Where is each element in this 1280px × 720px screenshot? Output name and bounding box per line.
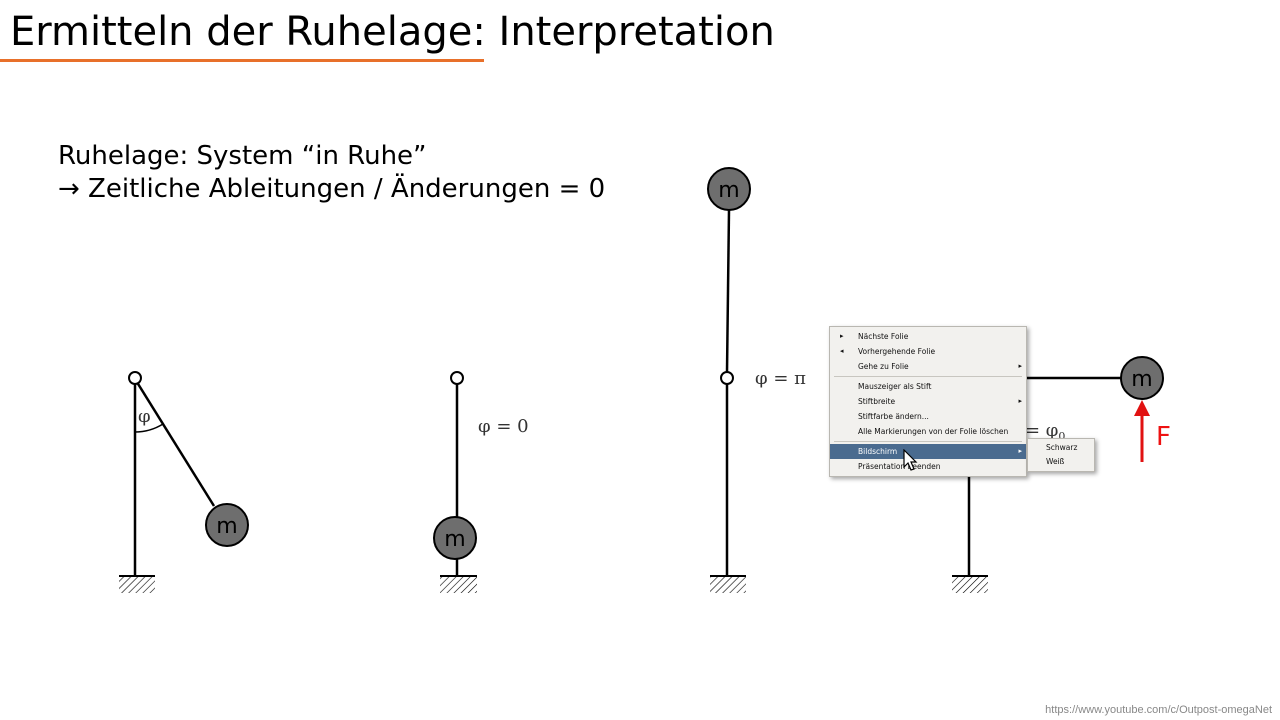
submenu-item-white[interactable]: Weiß — [1028, 455, 1094, 469]
phi-pi-label: φ = π — [755, 368, 806, 389]
menu-item-label: Bildschirm — [858, 447, 898, 456]
menu-item-pen-width[interactable]: Stiftbreite ▸ — [830, 394, 1026, 409]
menu-item-label: Stiftfarbe ändern... — [858, 412, 929, 421]
screen-submenu: Schwarz Weiß — [1027, 438, 1095, 472]
menu-item-label: Schwarz — [1046, 443, 1078, 452]
menu-item-label: Vorhergehende Folie — [858, 347, 936, 356]
menu-separator — [834, 376, 1022, 377]
intro-line-2: → Zeitliche Ableitungen / Änderungen = 0 — [58, 174, 606, 204]
play-left-icon: ◂ — [840, 347, 844, 355]
menu-item-label: Mauszeiger als Stift — [858, 382, 932, 391]
menu-item-label: Weiß — [1046, 457, 1065, 466]
phi-zero-label: φ = 0 — [478, 416, 529, 437]
mass-label-2: m — [444, 527, 465, 552]
context-menu: ▸ Nächste Folie ◂ Vorhergehende Folie Ge… — [829, 326, 1027, 477]
menu-item-next-slide[interactable]: ▸ Nächste Folie — [830, 329, 1026, 344]
mouse-pointer-icon — [903, 449, 918, 471]
menu-item-erase-markings[interactable]: Alle Markierungen von der Folie löschen — [830, 424, 1026, 439]
menu-item-go-to-slide[interactable]: Gehe zu Folie ▸ — [830, 359, 1026, 374]
menu-item-label: Präsentation beenden — [858, 462, 941, 471]
menu-item-previous-slide[interactable]: ◂ Vorhergehende Folie — [830, 344, 1026, 359]
intro-text: Ruhelage: System “in Ruhe” → Zeitliche A… — [58, 140, 605, 206]
menu-separator — [834, 441, 1022, 442]
title-underline — [0, 59, 484, 62]
play-right-icon: ▸ — [840, 332, 844, 340]
menu-item-label: Stiftbreite — [858, 397, 896, 406]
mass-label-4: m — [1131, 367, 1152, 392]
mass-label-3: m — [718, 178, 739, 203]
phi-zero-sub-main: = φ — [1025, 420, 1058, 441]
angle-phi-label: φ — [138, 406, 151, 427]
menu-item-label: Gehe zu Folie — [858, 362, 909, 371]
menu-item-label: Nächste Folie — [858, 332, 909, 341]
submenu-item-black[interactable]: Schwarz — [1028, 441, 1094, 455]
pendulum-inverted: m φ = π — [707, 167, 806, 593]
pendulum-hanging: m φ = 0 — [433, 371, 529, 593]
slide-title: Ermitteln der Ruhelage: Interpretation — [10, 9, 775, 55]
intro-line-1: Ruhelage: System “in Ruhe” — [58, 141, 427, 171]
menu-item-screen[interactable]: Bildschirm ▸ — [830, 444, 1026, 459]
phi-zero-sub-label: = φ0 — [1025, 420, 1065, 443]
submenu-arrow-icon: ▸ — [1018, 362, 1022, 370]
watermark-url: https://www.youtube.com/c/Outpost-omegaN… — [1045, 704, 1272, 716]
submenu-arrow-icon: ▸ — [1018, 447, 1022, 455]
menu-item-end-presentation[interactable]: Präsentation beenden — [830, 459, 1026, 474]
pendulum-horizontal: m F = φ0 — [952, 356, 1171, 593]
menu-item-pen-color[interactable]: Stiftfarbe ändern... — [830, 409, 1026, 424]
pendulum-deflected: φ m — [119, 371, 249, 593]
menu-item-pointer-as-pen[interactable]: Mauszeiger als Stift — [830, 379, 1026, 394]
mass-label-1: m — [216, 514, 237, 539]
menu-item-label: Alle Markierungen von der Folie löschen — [858, 427, 1009, 436]
submenu-arrow-icon: ▸ — [1018, 397, 1022, 405]
force-label: F — [1156, 422, 1171, 452]
phi-zero-subscript: 0 — [1058, 430, 1065, 443]
